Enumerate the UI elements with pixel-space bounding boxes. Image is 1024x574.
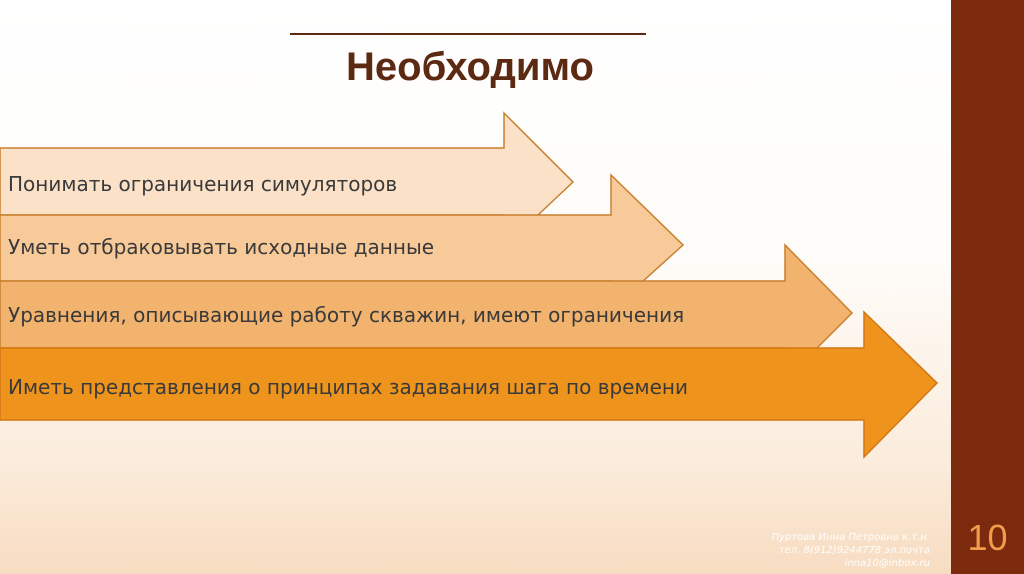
arrow-diagram <box>0 111 939 459</box>
page-number: 10 <box>967 517 1008 558</box>
title-divider <box>290 33 646 35</box>
arrow-label-3: Уравнения, описывающие работу скважин, и… <box>8 303 685 327</box>
arrow-4 <box>0 310 939 459</box>
page-title: Необходимо <box>346 45 594 89</box>
sidebar-panel: 10 <box>951 0 1024 574</box>
arrow-label-4: Иметь представления о принципах задавани… <box>8 375 688 399</box>
arrow-label-2: Уметь отбраковывать исходные данные <box>8 235 435 259</box>
author-contact-note: Пуртова Инна Петровна к.т.н. тел. 8(912)… <box>771 532 930 569</box>
arrow-label-1: Понимать ограничения симуляторов <box>8 172 398 196</box>
